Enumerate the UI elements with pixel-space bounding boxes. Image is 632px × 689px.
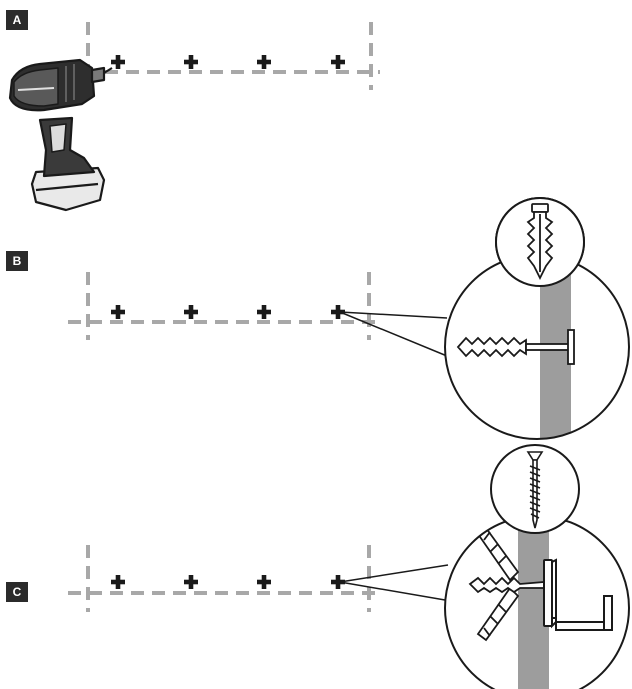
drill-mark-a4 — [331, 55, 345, 69]
drill-mark-a2 — [184, 55, 198, 69]
drill-mark-b3 — [257, 305, 271, 319]
guide-lines-c — [68, 545, 378, 612]
guide-lines-a — [84, 22, 380, 90]
screw-detail — [490, 444, 580, 534]
power-drill-icon — [8, 58, 113, 212]
drill-mark-a3 — [257, 55, 271, 69]
guide-lines-b — [68, 272, 378, 340]
step-label-c: C — [6, 582, 28, 602]
callout-lines-b — [339, 311, 448, 357]
drill-mark-b2 — [184, 305, 198, 319]
step-a-layout — [8, 22, 380, 212]
drill-mark-a1 — [111, 55, 125, 69]
hook-icon — [543, 558, 613, 631]
drill-mark-c3 — [257, 575, 271, 589]
step-b-layout — [68, 197, 630, 440]
drill-mark-c2 — [184, 575, 198, 589]
drill-mark-b1 — [111, 305, 125, 319]
wall-plug-installed-detail — [444, 197, 630, 440]
wall-plug-icon-installed — [456, 329, 575, 365]
step-label-a: A — [6, 10, 28, 30]
step-label-b: B — [6, 251, 28, 271]
drill-mark-c1 — [111, 575, 125, 589]
callout-lines-c — [339, 564, 449, 601]
screw-icon — [526, 451, 544, 529]
step-c-layout — [68, 444, 630, 689]
